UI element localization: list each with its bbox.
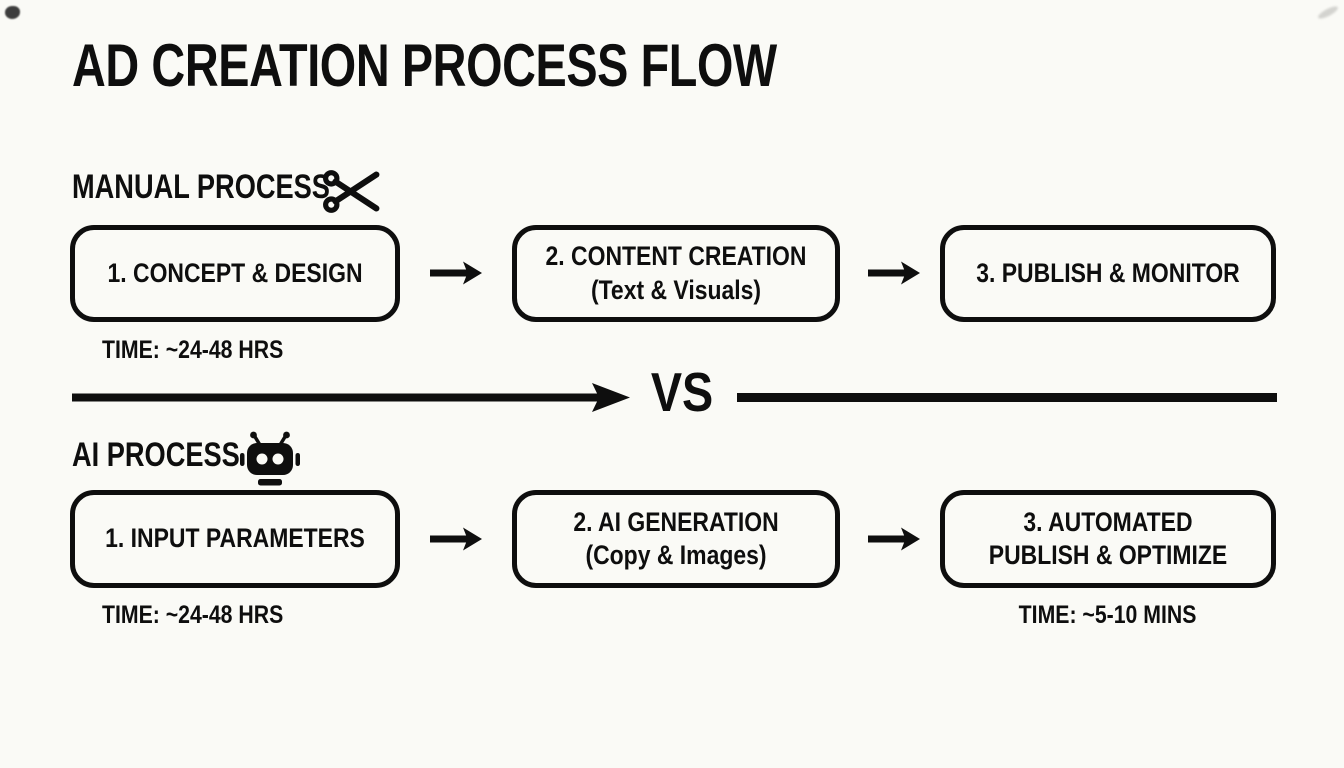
right-arrow-icon [430, 524, 482, 554]
right-arrow-icon [868, 258, 920, 288]
right-arrow-icon [868, 524, 920, 554]
manual-step-1-time: TIME: ~24-48 HRS [102, 336, 284, 364]
right-arrow-icon [430, 258, 482, 288]
corner-smudge-top-left [5, 6, 20, 19]
ai-process-label: AI PROCESS [72, 436, 240, 474]
manual-step-1-box: 1. CONCEPT & DESIGN [70, 225, 400, 322]
corner-smudge-top-right [1316, 4, 1340, 21]
ai-step-1-box: 1. INPUT PARAMETERS [70, 490, 400, 588]
manual-step-2-sublabel: (Text & Visuals) [590, 274, 762, 305]
ai-step-2-label: 2. AI GENERATION [573, 506, 779, 537]
manual-step-1-label: 1. CONCEPT & DESIGN [107, 257, 363, 288]
manual-step-3-box: 3. PUBLISH & MONITOR [940, 225, 1276, 322]
ai-step-1-label: 1. INPUT PARAMETERS [105, 523, 365, 554]
scissors-icon [322, 168, 380, 215]
divider-arrow-line [72, 380, 632, 415]
ai-step-2-sublabel: (Copy & Images) [585, 540, 767, 570]
ai-step-3-sublabel: PUBLISH & OPTIMIZE [988, 540, 1228, 570]
ai-step-3-label: 3. AUTOMATED [1023, 506, 1193, 537]
page-title: AD CREATION PROCESS FLOW [72, 32, 777, 99]
ai-step-2-box: 2. AI GENERATION (Copy & Images) [512, 490, 840, 588]
manual-step-2-label: 2. CONTENT CREATION [545, 241, 807, 272]
manual-step-3-label: 3. PUBLISH & MONITOR [976, 257, 1240, 288]
vs-label: VS [650, 361, 714, 423]
manual-process-label: MANUAL PROCESS [72, 168, 330, 206]
ai-step-1-time: TIME: ~24-48 HRS [102, 601, 284, 629]
divider-line-right [737, 393, 1277, 402]
robot-icon [238, 430, 302, 488]
manual-step-2-box: 2. CONTENT CREATION (Text & Visuals) [512, 225, 840, 322]
ai-step-3-time: TIME: ~5-10 MINS [1019, 601, 1197, 629]
ai-step-3-box: 3. AUTOMATED PUBLISH & OPTIMIZE [940, 490, 1276, 588]
